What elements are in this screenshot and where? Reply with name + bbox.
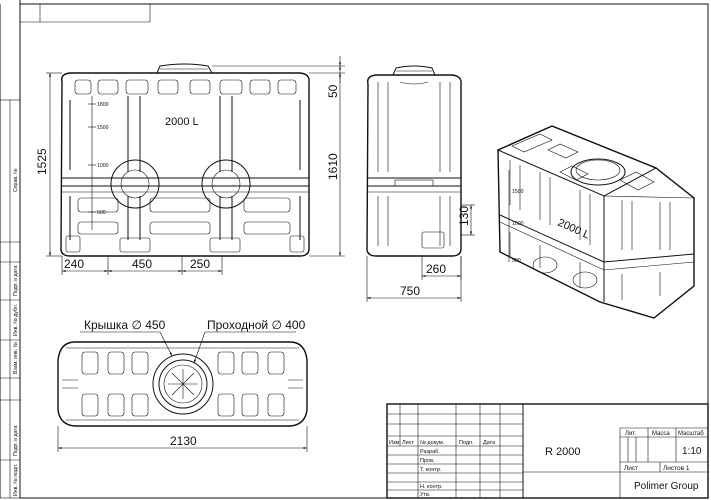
front-view: 1800 1500 1000 500 2000 L [60,63,310,257]
dim-1610: 1610 [326,153,340,180]
iso-level-500: 500 [512,258,521,264]
callout-manhole: Проходной ∅ 400 [207,318,306,332]
side-view: 130 260 750 [366,65,475,302]
level-mark-1000: 1000 [97,163,109,169]
isometric-view: 1500 1000 500 2000 L [496,125,695,319]
stamp-podp-date-1: Подп. и дата [13,265,19,296]
tb-nkontr: Н. контр. [420,484,443,490]
callout-lid: Крышка ∅ 450 [84,318,166,332]
tb-izm: Изм. [389,440,401,446]
dim-450: 450 [132,257,152,271]
stamp-sprav: Справ. № [13,168,19,192]
tb-designation: R 2000 [545,446,580,458]
dim-240: 240 [64,257,84,271]
tb-listov: Листов 1 [663,465,690,472]
stamp-inv-podl: Инв. № подл. [13,464,19,496]
dim-260: 260 [426,262,446,276]
dim-2130: 2130 [170,434,197,448]
tb-prov: Пров. [420,458,435,464]
tb-masshtab: Масштаб [678,431,704,437]
tb-podp: Подп. [459,440,474,446]
dim-250: 250 [190,257,210,271]
iso-level-1000: 1000 [512,221,524,227]
tb-company: Polimer Group [634,481,699,492]
stamp-podp-date-2: Подп. и дата [13,425,19,456]
level-mark-1500: 1500 [97,125,109,131]
dim-1525: 1525 [35,148,49,175]
iso-volume-label: 2000 L [556,217,592,242]
level-mark-500: 500 [97,210,106,216]
stamp-vzam-inv: Взам. инв. № [13,341,19,374]
stamp-inv-dubl: Инв. № дубл. [13,304,19,336]
tb-scale: 1:10 [682,446,702,457]
title-block: Изм. Лист № докум. Подп. Дата Разраб. Пр… [386,403,709,499]
side-stamp: Справ. № Подп. и дата Инв. № дубл. Взам.… [0,99,21,499]
tb-tkontr: Т. контр. [420,467,442,473]
tb-razrab: Разраб. [420,449,440,455]
tb-list-col: Лист [402,440,414,446]
volume-label: 2000 L [165,116,199,128]
tb-date: Дата [483,440,496,446]
top-view: Крышка ∅ 450 Проходной ∅ 400 2130 [57,318,308,452]
iso-level-1500: 1500 [512,189,524,195]
level-mark-1800: 1800 [97,102,109,108]
tb-utv: Утв. [420,492,431,498]
front-dimensions: 1525 50 1610 240 450 250 [35,56,345,275]
dim-750: 750 [400,284,420,298]
dim-50: 50 [326,84,340,98]
tb-doc: № докум. [420,440,445,446]
tb-massa: Масса [652,431,670,437]
dim-130: 130 [457,206,471,226]
tb-list: Лист [624,465,638,472]
tb-lit: Лит. [625,431,636,437]
